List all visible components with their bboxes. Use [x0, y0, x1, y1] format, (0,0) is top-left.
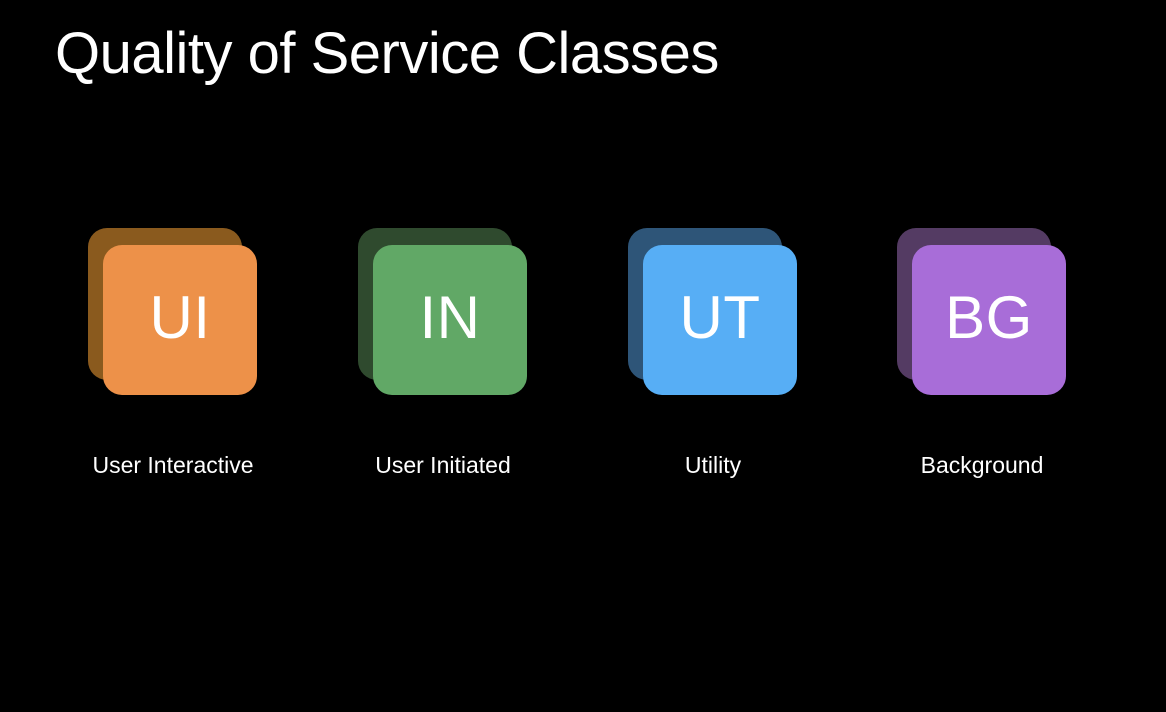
card-stack-utility: UT	[628, 228, 798, 395]
card-stack-user-initiated: IN	[358, 228, 528, 395]
qos-class-label: Utility	[684, 452, 742, 478]
qos-class-label: Background	[920, 452, 1044, 478]
card-abbreviation: IN	[419, 284, 481, 351]
qos-class-row: UI User Interactive IN User Initiated UT	[0, 228, 1166, 498]
qos-class-item-utility[interactable]: UT Utility	[628, 228, 828, 498]
card-abbreviation: BG	[945, 284, 1033, 351]
page-title: Quality of Service Classes	[55, 21, 719, 86]
card-front-layer[interactable]: IN	[373, 245, 527, 395]
card-abbreviation: UI	[149, 284, 211, 351]
qos-class-label: User Initiated	[375, 452, 511, 478]
qos-class-item-user-interactive[interactable]: UI User Interactive	[88, 228, 288, 498]
qos-class-item-user-initiated[interactable]: IN User Initiated	[358, 228, 558, 498]
qos-class-label: User Interactive	[92, 452, 254, 478]
card-abbreviation: UT	[679, 284, 761, 351]
card-stack-background: BG	[897, 228, 1067, 395]
card-stack-user-interactive: UI	[88, 228, 258, 395]
qos-class-item-background[interactable]: BG Background	[897, 228, 1097, 498]
card-front-layer[interactable]: UI	[103, 245, 257, 395]
card-front-layer[interactable]: UT	[643, 245, 797, 395]
card-front-layer[interactable]: BG	[912, 245, 1066, 395]
